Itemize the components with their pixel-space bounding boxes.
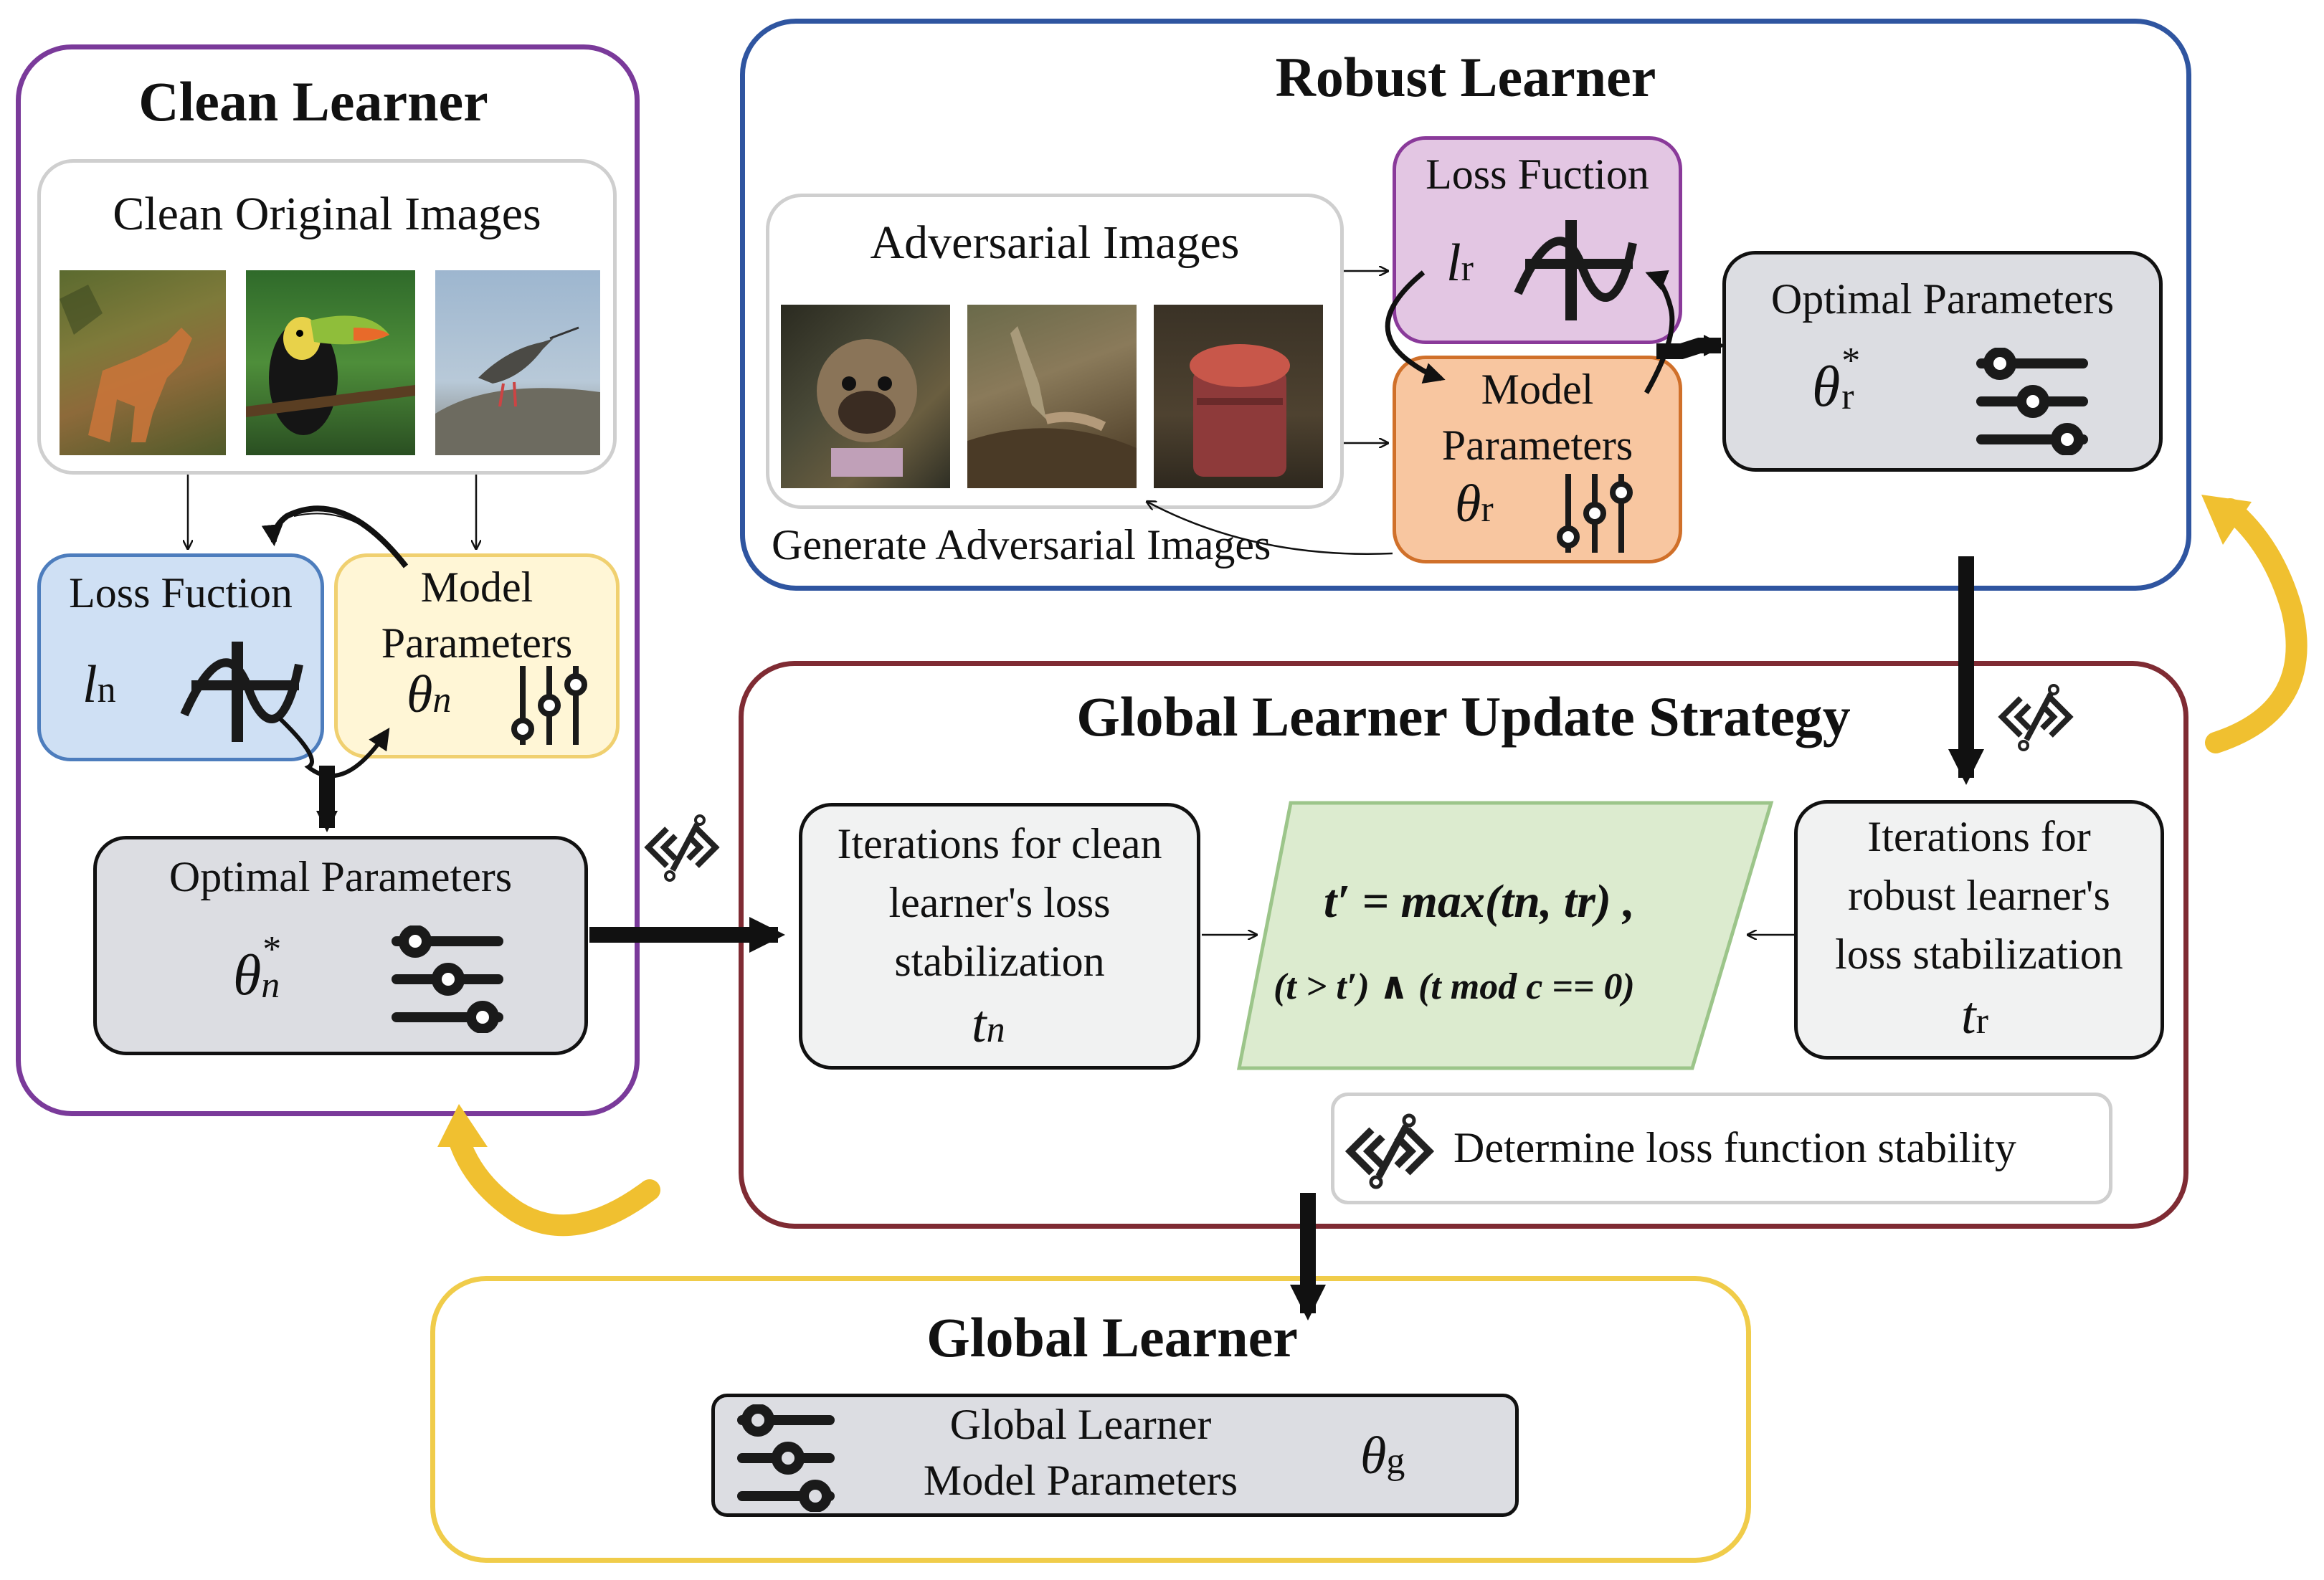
clean-iterations-box: Iterations for clean learner's loss stab… <box>799 803 1200 1070</box>
robust-model-line2: Parameters <box>1441 422 1633 469</box>
stability-legend-box: Determine loss function stability <box>1331 1093 2112 1204</box>
loss-curve-icon <box>180 642 303 742</box>
global-params-line1: Global Learner <box>949 1401 1212 1448</box>
clean-loss-function-box: Loss Fuction ln <box>37 553 324 761</box>
robust-optimal-symbol: θ * r <box>1812 341 1861 419</box>
clean-optimal-parameters-box: Optimal Parameters θ * n <box>93 836 588 1055</box>
clean-images-title: Clean Original Images <box>113 188 541 240</box>
horizontal-sliders-icon <box>737 1404 835 1512</box>
jar-shape <box>1190 344 1290 477</box>
global-update-strategy-frame: Global Learner Update Strategy <box>739 661 2188 1229</box>
clean-loss-title: Loss Fuction <box>69 569 293 617</box>
robust-model-parameters-box: Model Parameters θr <box>1393 356 1682 563</box>
robust-loss-title: Loss Fuction <box>1426 151 1649 198</box>
lizard-shape <box>967 326 1137 488</box>
global-learner-frame: Global Learner <box>430 1276 1751 1563</box>
clean-images-panel: Clean Original Images <box>37 159 617 475</box>
robust-optimal-parameters-box: Optimal Parameters θ * r <box>1722 251 2163 472</box>
clean-model-parameters-box: Model Parameters θn <box>334 553 620 758</box>
adversarial-images-panel: Adversarial Images <box>766 194 1344 509</box>
clean-iter-symbol: tn <box>972 995 1005 1054</box>
stability-link-icon <box>1344 1113 1435 1189</box>
clean-image-toucan <box>246 270 415 455</box>
clean-learner-title: Clean Learner <box>138 70 488 133</box>
robust-iterations-box: Iterations for robust learner's loss sta… <box>1794 800 2164 1060</box>
adversarial-image-lizard <box>967 305 1137 488</box>
robust-iter-line3: loss stabilization <box>1835 931 2123 978</box>
robust-optimal-title: Optimal Parameters <box>1770 275 2115 323</box>
vertical-sliders-icon <box>1557 474 1633 553</box>
pug-shape <box>817 339 917 477</box>
adversarial-image-pug <box>781 305 950 488</box>
bird-shape <box>435 326 600 455</box>
clean-loss-symbol: ln <box>82 655 116 714</box>
robust-loss-symbol: lr <box>1446 234 1474 292</box>
robust-iter-symbol: tr <box>1961 986 1988 1045</box>
clean-iter-line2: learner's loss <box>888 879 1111 926</box>
robust-iter-line2: robust learner's <box>1848 872 2110 919</box>
robust-iter-line1: Iterations for <box>1867 813 2091 860</box>
fox-shape <box>60 285 192 442</box>
vertical-sliders-icon <box>511 666 587 745</box>
horizontal-sliders-icon <box>392 925 503 1033</box>
loss-curve-icon <box>1514 220 1637 320</box>
robust-learner-title: Robust Learner <box>1275 46 1656 108</box>
clean-learner-frame: Clean Learner <box>16 44 640 1116</box>
formula-line2: (t > t′) ∧ (t mod c == 0) <box>1274 966 1635 1007</box>
global-learner-title: Global Learner <box>926 1306 1298 1369</box>
robust-learner-frame: Robust Learner <box>740 19 2191 591</box>
robust-model-symbol: θr <box>1455 475 1494 533</box>
clean-optimal-title: Optimal Parameters <box>169 853 513 900</box>
adversarial-images-title: Adversarial Images <box>870 216 1240 269</box>
robust-model-line1: Model <box>1481 366 1594 413</box>
toucan-shape <box>246 315 415 435</box>
clean-iter-line3: stabilization <box>894 938 1105 985</box>
adversarial-image-jar <box>1154 305 1323 488</box>
horizontal-sliders-icon <box>1976 348 2088 455</box>
global-parameters-box: Global Learner Model Parameters θg <box>711 1394 1519 1517</box>
clean-image-bird <box>435 270 600 455</box>
global-params-line2: Model Parameters <box>923 1457 1238 1504</box>
global-update-strategy-title: Global Learner Update Strategy <box>1076 685 1851 748</box>
clean-image-fox <box>60 270 226 455</box>
stability-legend-label: Determine loss function stability <box>1453 1124 2016 1171</box>
global-params-symbol: θg <box>1360 1427 1405 1485</box>
formula-line1: t′ = max(tn, tr) , <box>1324 875 1635 928</box>
clean-optimal-symbol: θ * n <box>233 929 282 1007</box>
robust-loss-function-box: Loss Fuction lr <box>1393 136 1682 344</box>
clean-model-symbol: θn <box>407 665 452 724</box>
generate-adversarial-label: Generate Adversarial Images <box>772 521 1271 568</box>
clean-model-line2: Parameters <box>381 619 573 667</box>
clean-iter-line1: Iterations for clean <box>837 820 1162 867</box>
clean-model-line1: Model <box>420 563 533 611</box>
